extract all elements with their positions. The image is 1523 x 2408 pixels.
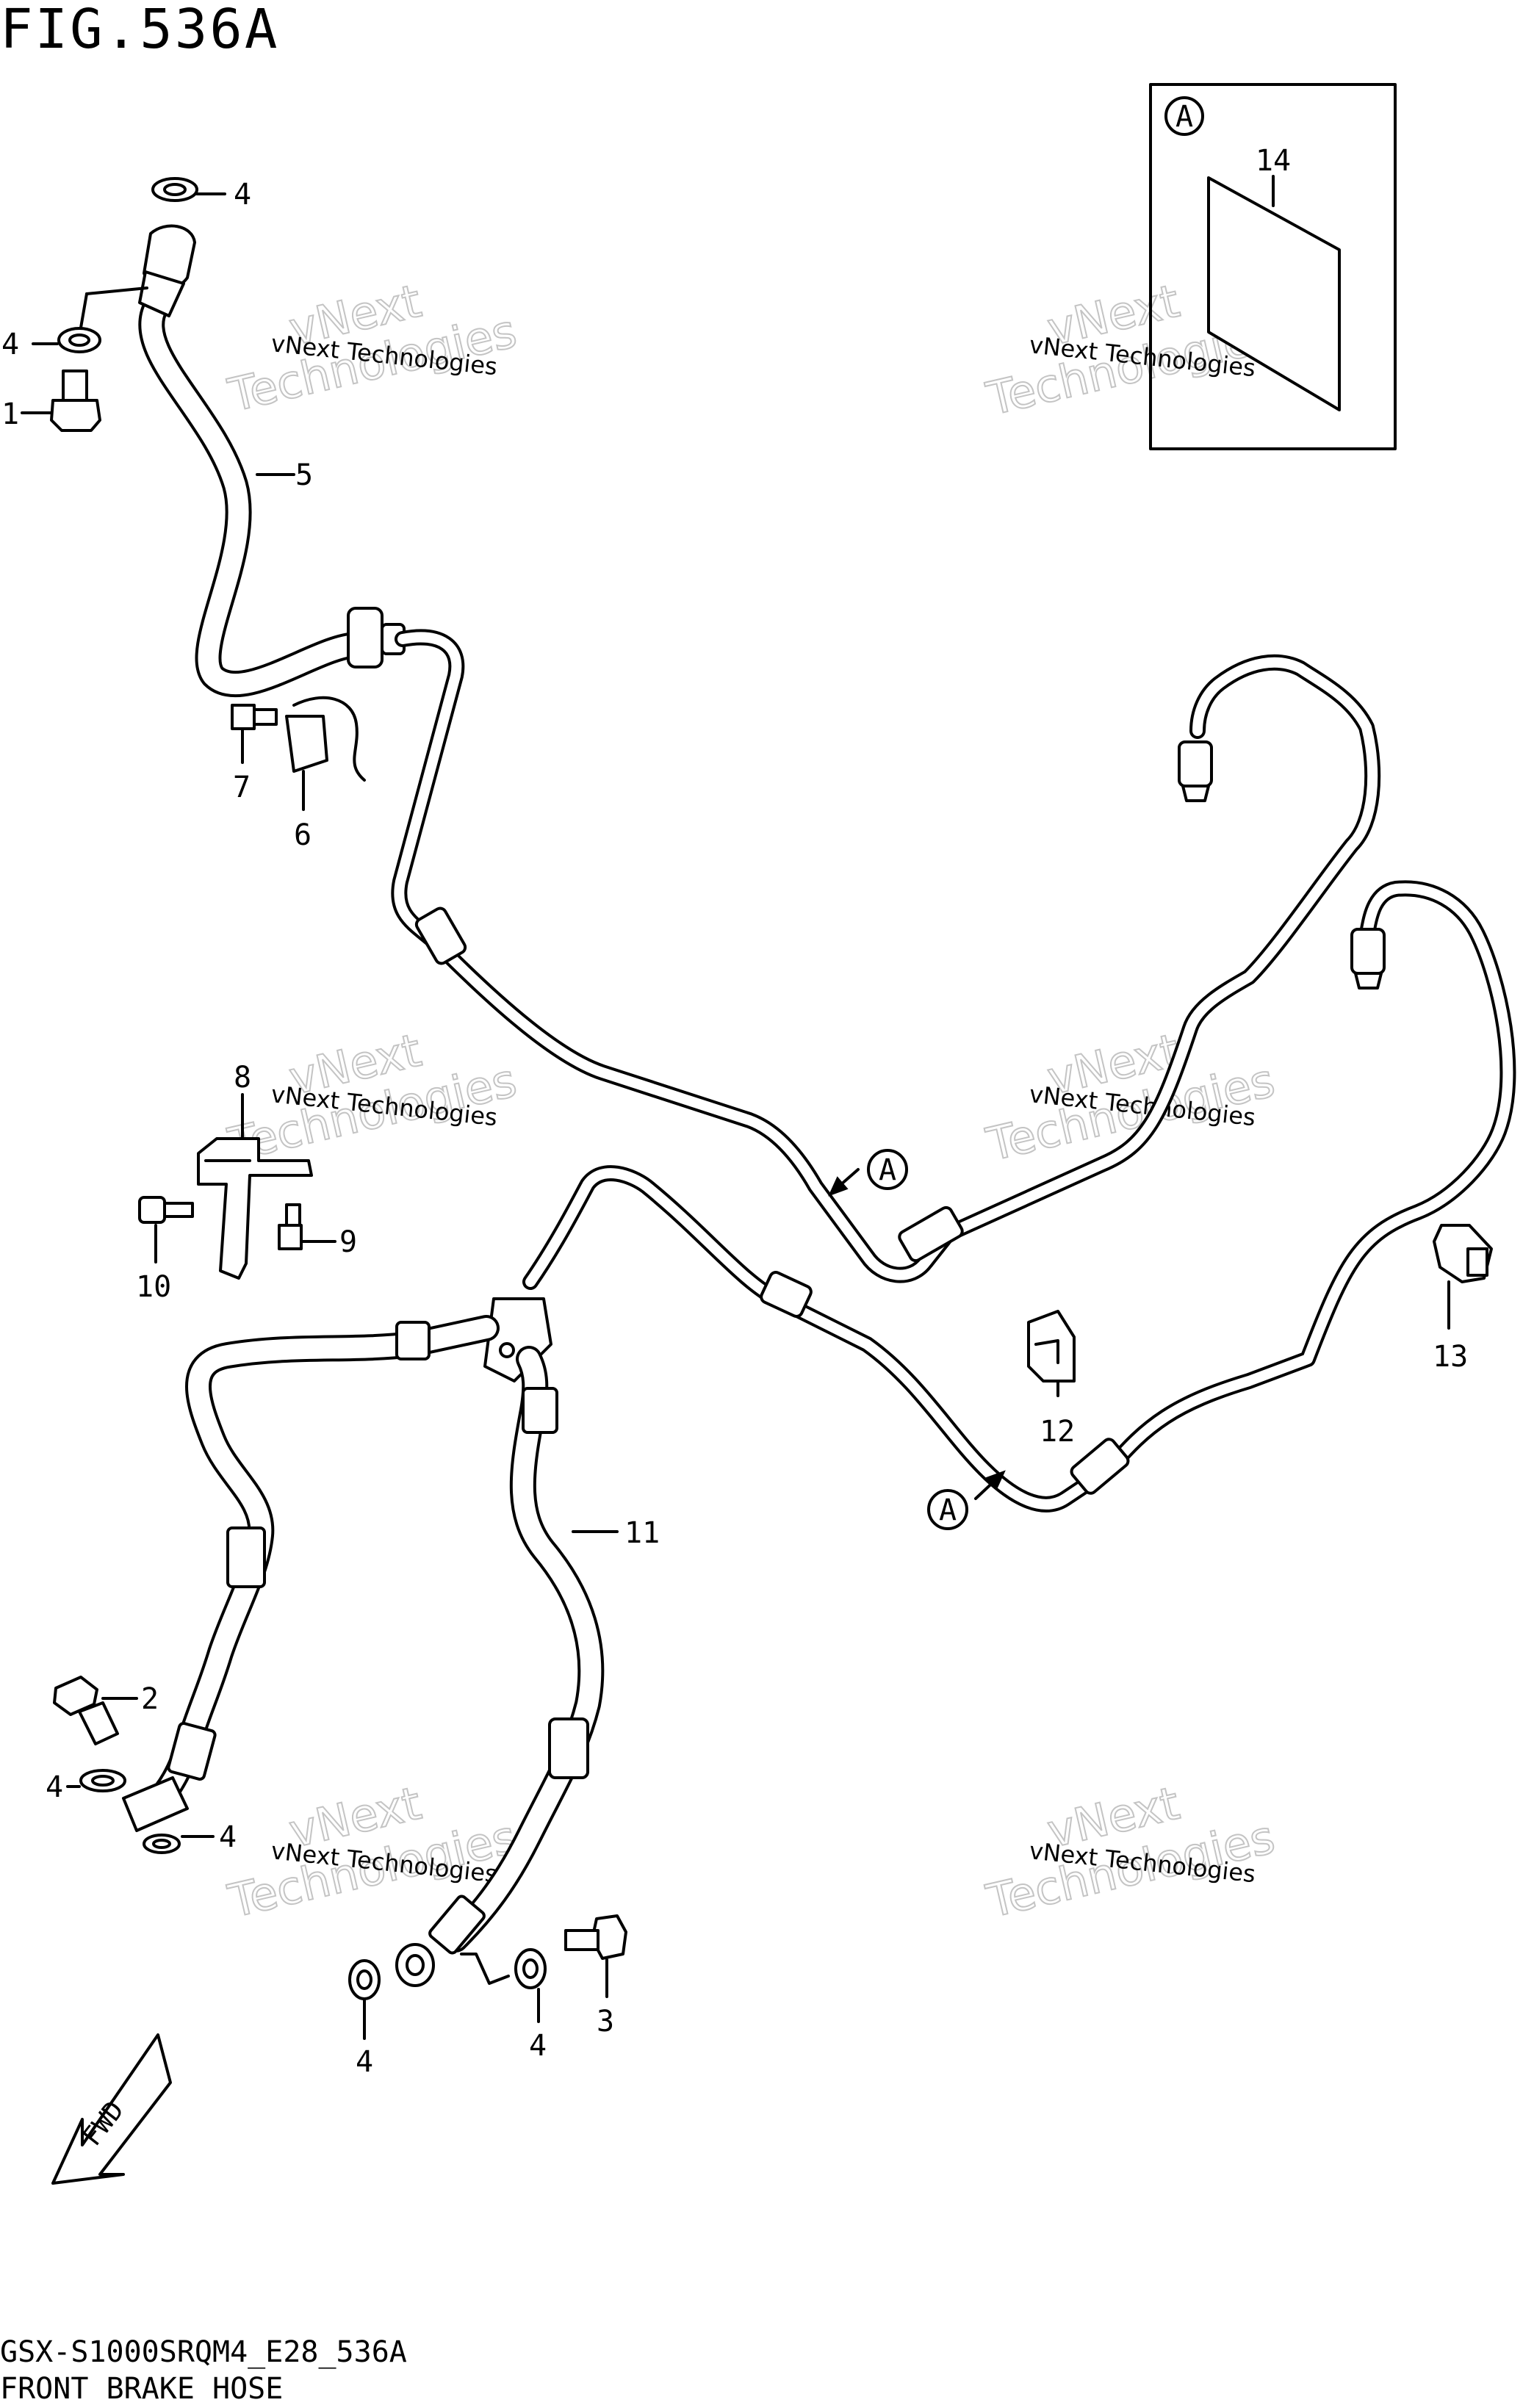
callout-4b: 4	[1, 328, 19, 361]
banjo-bolt-part-1[interactable]	[50, 370, 101, 432]
washer-top-part-4[interactable]	[151, 177, 198, 202]
callout-6: 6	[294, 818, 312, 852]
callout-4e: 4	[356, 2045, 373, 2079]
pipe-clamp-part-13[interactable]	[1433, 1224, 1493, 1283]
pipe-lower-inner	[525, 883, 1513, 1510]
washer-caliper-left-b-part-4[interactable]	[143, 1834, 181, 1854]
hose-lower-left-outline	[152, 1315, 500, 1806]
leader-4b-bracket	[85, 286, 148, 295]
inset-ref-circle	[1164, 96, 1204, 136]
hose-clamp-part-6[interactable]	[285, 696, 366, 782]
pipe-lower-end-tip	[1354, 972, 1383, 989]
hose-11-crimp-bottom	[548, 1717, 589, 1779]
callout-4f: 4	[529, 2029, 547, 2063]
callout-3: 3	[597, 2005, 614, 2038]
callout-5: 5	[295, 458, 313, 492]
callout-7: 7	[233, 771, 251, 804]
bolt-part-10[interactable]	[138, 1196, 194, 1224]
figure-title: FIG.536A	[0, 0, 280, 61]
ref-arrow-a-lower: A	[927, 1470, 1006, 1530]
inset-box-a: A 14	[1149, 83, 1397, 450]
callout-4c: 4	[46, 1770, 63, 1804]
brake-pipe-upper[interactable]	[391, 629, 1381, 1283]
watermark-top-left: Technologies vNext vNext Technologies	[223, 273, 522, 423]
washer-caliper-right-a-part-4[interactable]	[348, 1959, 381, 2000]
brake-pipe-lower[interactable]	[522, 880, 1516, 1513]
hose-5-inner	[141, 297, 367, 695]
callout-12: 12	[1040, 1415, 1075, 1449]
hose-5-crimp-fitting	[347, 607, 384, 668]
brake-hose-upper-part-5[interactable]	[138, 224, 406, 698]
pipe-lower-end-fitting	[1350, 928, 1386, 975]
callout-9: 9	[339, 1225, 357, 1259]
forward-direction-arrow: FWD	[51, 2033, 172, 2185]
pipe-lower-grommet-2	[1070, 1438, 1130, 1495]
inset-ref-letter: A	[1175, 100, 1193, 134]
hose-end-top	[138, 270, 185, 317]
washer-caliper-right-b-part-4[interactable]	[514, 1948, 547, 1989]
callout-10: 10	[136, 1270, 171, 1304]
brake-hose-lower-left[interactable]	[122, 1315, 500, 1832]
brake-hose-lower-right-part-11[interactable]	[395, 1346, 605, 1987]
hose-lower-left-clip	[226, 1526, 266, 1588]
callout-14: 14	[1256, 144, 1291, 178]
hose-lower-left-crimp-bottom	[167, 1722, 217, 1781]
watermark-group: Technologies vNext vNext Technologies Te…	[223, 273, 1280, 1929]
callout-8: 8	[234, 1061, 251, 1095]
hose-lower-left-crimp-top	[395, 1321, 431, 1360]
bolt-part-7[interactable]	[231, 704, 278, 730]
pipe-upper-grommet-1	[414, 906, 467, 965]
ref-arrow-a-upper-letter: A	[879, 1153, 896, 1187]
pipe-lower-grommet-1	[760, 1271, 813, 1318]
banjo-alignment-leader	[460, 1953, 510, 1985]
banjo-bolt-part-3[interactable]	[564, 1914, 627, 1960]
banjo-fitting-left	[122, 1776, 189, 1832]
bolt-part-9[interactable]	[278, 1203, 303, 1250]
hose-lower-left-inner	[155, 1318, 497, 1803]
banjo-bolt-part-2[interactable]	[53, 1676, 119, 1745]
watermark-middle-left: Technologies vNext vNext Technologies	[223, 1023, 522, 1172]
ref-arrow-a-upper: A	[828, 1149, 908, 1197]
callout-11: 11	[624, 1516, 660, 1550]
footer-figure-name: FRONT BRAKE HOSE	[0, 2372, 284, 2406]
pipe-upper-grommet-2	[898, 1205, 964, 1263]
callout-4a: 4	[234, 178, 251, 212]
hose-11-end-fitting	[428, 1895, 486, 1955]
watermark-bottom-right: Technologies vNext vNext Technologies	[981, 1776, 1280, 1929]
hose-11-crimp-top	[522, 1387, 558, 1434]
ref-arrow-a-lower-letter: A	[939, 1493, 957, 1527]
washer-caliper-left-a-part-4[interactable]	[79, 1769, 126, 1792]
washer-left-part-4[interactable]	[57, 327, 101, 353]
pipe-upper-end-tip	[1181, 785, 1210, 802]
callout-2: 2	[141, 1682, 159, 1716]
footer-figure-code: GSX-S1000SRQM4_E28_536A	[0, 2335, 407, 2369]
pipe-clamp-part-12[interactable]	[1027, 1310, 1076, 1383]
pipe-upper-end-fitting	[1178, 740, 1213, 787]
bracket-part-8[interactable]	[197, 1137, 313, 1280]
callout-1: 1	[1, 397, 19, 431]
callout-4d: 4	[219, 1820, 237, 1854]
inset-frame	[1149, 83, 1397, 450]
callout-13: 13	[1433, 1340, 1468, 1374]
label-card-part-14[interactable]	[1207, 176, 1341, 411]
